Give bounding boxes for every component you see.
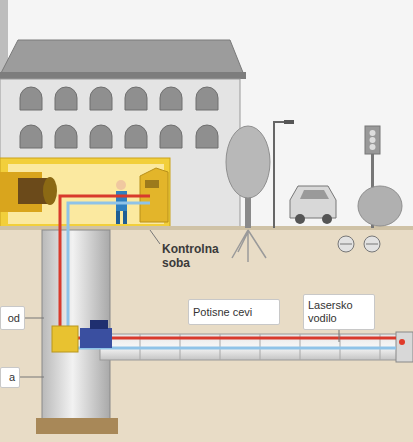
label-text: a (9, 371, 15, 384)
car-window (300, 190, 329, 199)
ground (0, 228, 413, 442)
window (20, 125, 42, 148)
window (125, 87, 147, 110)
machine-drum-end (43, 177, 57, 205)
slurry-return-line (68, 203, 396, 348)
label-text: od (8, 312, 20, 325)
traffic-light-lamp (370, 144, 376, 150)
building-facade (0, 79, 240, 229)
leader-line (339, 330, 340, 342)
traffic-light-lamp (370, 137, 376, 143)
window (55, 125, 77, 148)
cutter-head (396, 332, 413, 362)
tree-roots (232, 230, 266, 262)
ground-surface (0, 226, 413, 230)
utility-pipe-mark (340, 244, 352, 245)
window (90, 125, 112, 148)
launch-shaft (42, 230, 110, 420)
roof (0, 40, 244, 75)
control-room (0, 158, 170, 228)
bush (358, 186, 402, 226)
utility-pipe-mark (366, 244, 378, 245)
label-text: Potisne cevi (193, 306, 252, 319)
lamp-post (274, 122, 288, 228)
roof-eave (0, 72, 246, 79)
room-label: Kontrolna soba (162, 242, 228, 270)
leader-line (150, 230, 160, 244)
window (160, 125, 182, 148)
car-wheel (295, 214, 305, 224)
worker-head (116, 180, 126, 190)
label-box: od (0, 306, 25, 330)
leader-line (20, 377, 44, 378)
jacking-cylinder (52, 326, 78, 352)
lamp-head (284, 120, 294, 124)
window (196, 87, 218, 110)
utility-pipe (364, 236, 380, 252)
jacking-frame (80, 328, 112, 348)
label-box: a (0, 367, 20, 388)
window (196, 125, 218, 148)
window (55, 87, 77, 110)
worker-body (116, 191, 127, 211)
utility-pipe (338, 236, 354, 252)
window (160, 87, 182, 110)
worker-leg (123, 211, 127, 224)
tree-crown (226, 126, 270, 198)
label-box: Lasersko vodilo (303, 294, 375, 330)
label-box: Potisne cevi (188, 299, 280, 325)
window (125, 125, 147, 148)
traffic-light-box (365, 126, 380, 154)
car-body (290, 186, 336, 218)
worker-leg (116, 211, 120, 224)
pump-motor (90, 320, 108, 329)
traffic-light-lamp (370, 130, 376, 136)
panel-screen (145, 180, 159, 188)
shaft-base (36, 418, 118, 434)
window (90, 87, 112, 110)
leader-line (24, 318, 44, 319)
slurry-feed-line (60, 196, 396, 338)
label-text: Lasersko vodilo (308, 299, 370, 325)
laser-target (399, 339, 405, 345)
window (20, 87, 42, 110)
car-wheel (322, 214, 332, 224)
